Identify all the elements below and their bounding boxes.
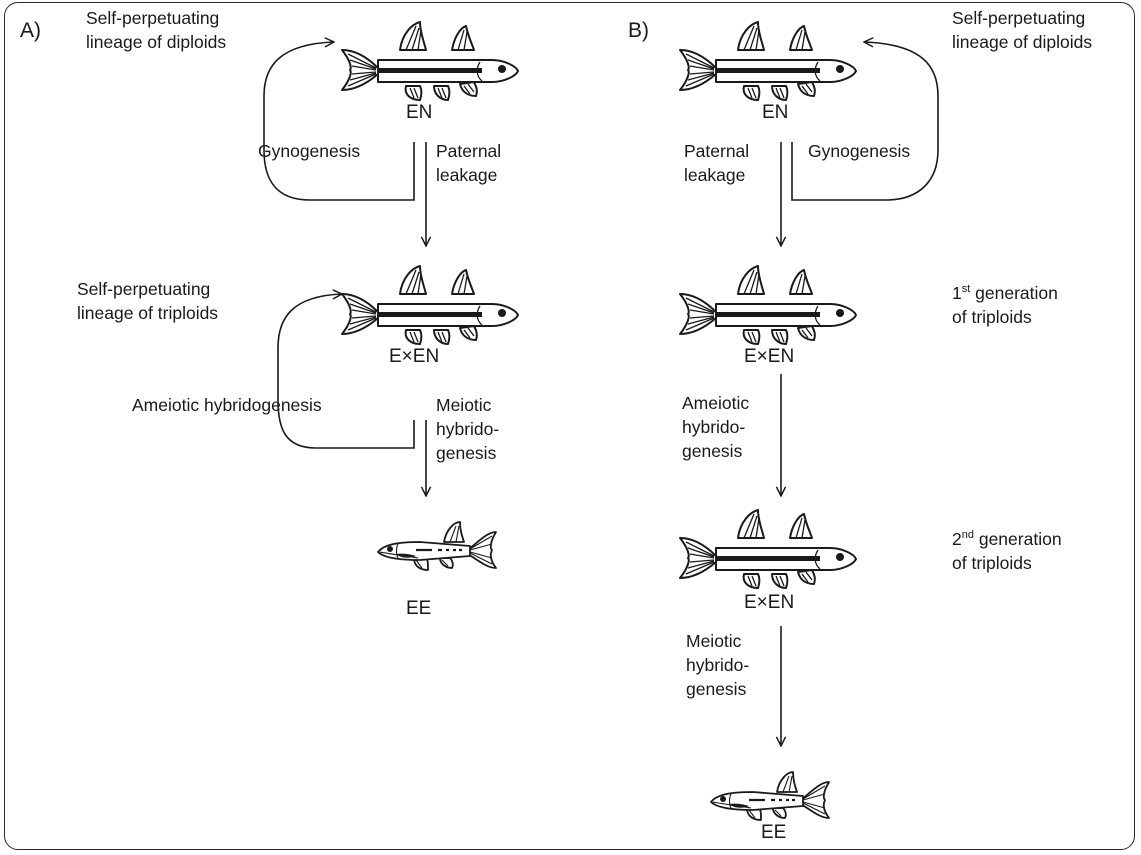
a-exen-label: E×EN bbox=[389, 346, 439, 368]
b-en-fish-icon bbox=[678, 20, 858, 110]
b-meiotic-line3: genesis bbox=[686, 678, 746, 700]
a-meiotic-line1: Meiotic bbox=[436, 394, 491, 416]
a-diploid-lineage-line1: Self-perpetuating bbox=[86, 7, 219, 29]
b-exen2-label: E×EN bbox=[744, 592, 794, 614]
b-en-label: EN bbox=[762, 102, 788, 124]
b-exen-fish-icon bbox=[678, 264, 858, 354]
b-exen2-fish-icon bbox=[678, 508, 858, 598]
a-paternal-line1: Paternal bbox=[436, 140, 501, 162]
b-paternal-line2: leakage bbox=[684, 164, 745, 186]
panel-a-label: A) bbox=[20, 20, 41, 42]
a-meiotic-line3: genesis bbox=[436, 442, 496, 464]
b-paternal-line1: Paternal bbox=[684, 140, 749, 162]
a-paternal-line2: leakage bbox=[436, 164, 497, 186]
a-meiotic-line2: hybrido- bbox=[436, 418, 499, 440]
b-ameiotic-line2: hybrido- bbox=[682, 416, 745, 438]
b-meiotic-line2: hybrido- bbox=[686, 654, 749, 676]
panel-b-label: B) bbox=[628, 20, 649, 42]
b-gen2-line1: 2nd generation bbox=[952, 528, 1062, 550]
a-triploid-lineage-line2: lineage of triploids bbox=[77, 302, 218, 324]
a-ameiotic-label: Ameiotic hybridogenesis bbox=[132, 394, 322, 416]
b-ee-fish-icon bbox=[703, 768, 833, 828]
b-diploid-lineage-line2: lineage of diploids bbox=[952, 31, 1092, 53]
b-gen1-line1: 1st generation bbox=[952, 282, 1058, 304]
b-exen-label: E×EN bbox=[744, 346, 794, 368]
b-meiotic-line1: Meiotic bbox=[686, 630, 741, 652]
a-triploid-lineage-line1: Self-perpetuating bbox=[77, 278, 210, 300]
a-diploid-lineage-line2: lineage of diploids bbox=[86, 31, 226, 53]
b-ameiotic-line1: Ameiotic bbox=[682, 392, 749, 414]
a-en-fish-icon bbox=[340, 20, 520, 110]
b-ee-label: EE bbox=[761, 822, 786, 844]
a-gynogenesis-label: Gynogenesis bbox=[258, 140, 360, 162]
a-ee-fish-icon bbox=[370, 518, 500, 578]
b-gen1-line2: of triploids bbox=[952, 306, 1032, 328]
a-en-label: EN bbox=[406, 102, 432, 124]
a-exen-fish-icon bbox=[340, 264, 520, 354]
b-ameiotic-line3: genesis bbox=[682, 440, 742, 462]
a-ee-label: EE bbox=[406, 598, 431, 620]
b-gynogenesis-label: Gynogenesis bbox=[808, 140, 910, 162]
b-diploid-lineage-line1: Self-perpetuating bbox=[952, 7, 1085, 29]
b-gen2-line2: of triploids bbox=[952, 552, 1032, 574]
